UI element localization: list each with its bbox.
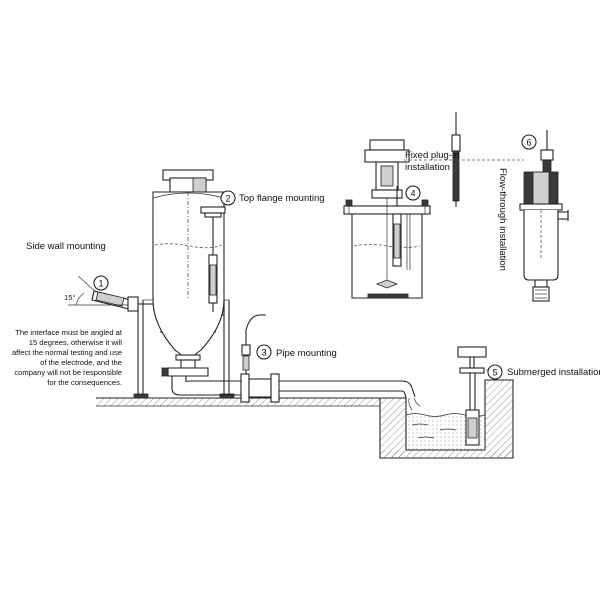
top-flange-mounting-label: Top flange mounting xyxy=(239,193,325,204)
fixed-plugin-label-line1: Fixed plug-in xyxy=(405,150,459,161)
side-wall-probe xyxy=(68,275,153,312)
note-line-4: of the electrode, and the xyxy=(40,358,122,367)
plug-in-electrode xyxy=(404,112,461,207)
marker-1-number: 1 xyxy=(98,279,103,289)
ground xyxy=(96,397,406,407)
note-line-3: affect the normal testing and use xyxy=(12,348,122,357)
marker-4: 4 xyxy=(405,185,421,201)
marker-5: 5 xyxy=(487,364,503,380)
note-line-2: 15 degrees, otherwise it will xyxy=(29,338,123,347)
marker-4-number: 4 xyxy=(410,189,415,199)
water-basin xyxy=(379,379,514,459)
marker-2: 2 xyxy=(220,190,236,206)
pipe-line xyxy=(161,314,421,411)
submerged-installation-label: Submerged installation xyxy=(507,367,600,378)
marker-6-number: 6 xyxy=(526,138,531,148)
mixing-tank xyxy=(133,169,235,399)
marker-3: 3 xyxy=(256,344,272,360)
note-line-6: for the consequences. xyxy=(47,378,122,387)
note-line-5: company will not be responsible xyxy=(14,368,122,377)
marker-2-number: 2 xyxy=(225,194,230,204)
angle-label: 15° xyxy=(64,293,75,302)
marker-6: 6 xyxy=(521,134,537,150)
flow-through-cell xyxy=(462,130,569,302)
pipe-mounting-label: Pipe mounting xyxy=(276,348,337,359)
submerged-probe xyxy=(457,346,490,446)
marker-1: 1 xyxy=(93,275,109,291)
side-wall-mounting-label: Side wall mounting xyxy=(26,241,106,252)
fixed-plugin-label-line2: installation xyxy=(405,162,450,173)
marker-3-number: 3 xyxy=(261,348,266,358)
reactor-vessel xyxy=(343,139,431,299)
flow-through-installation-label: Flow-through installation xyxy=(497,168,508,271)
marker-5-number: 5 xyxy=(492,368,497,378)
top-flange-probe xyxy=(200,206,226,312)
angle-warning-note: The interface must be angled at 15 degre… xyxy=(12,328,123,387)
note-line-1: The interface must be angled at xyxy=(15,328,123,337)
